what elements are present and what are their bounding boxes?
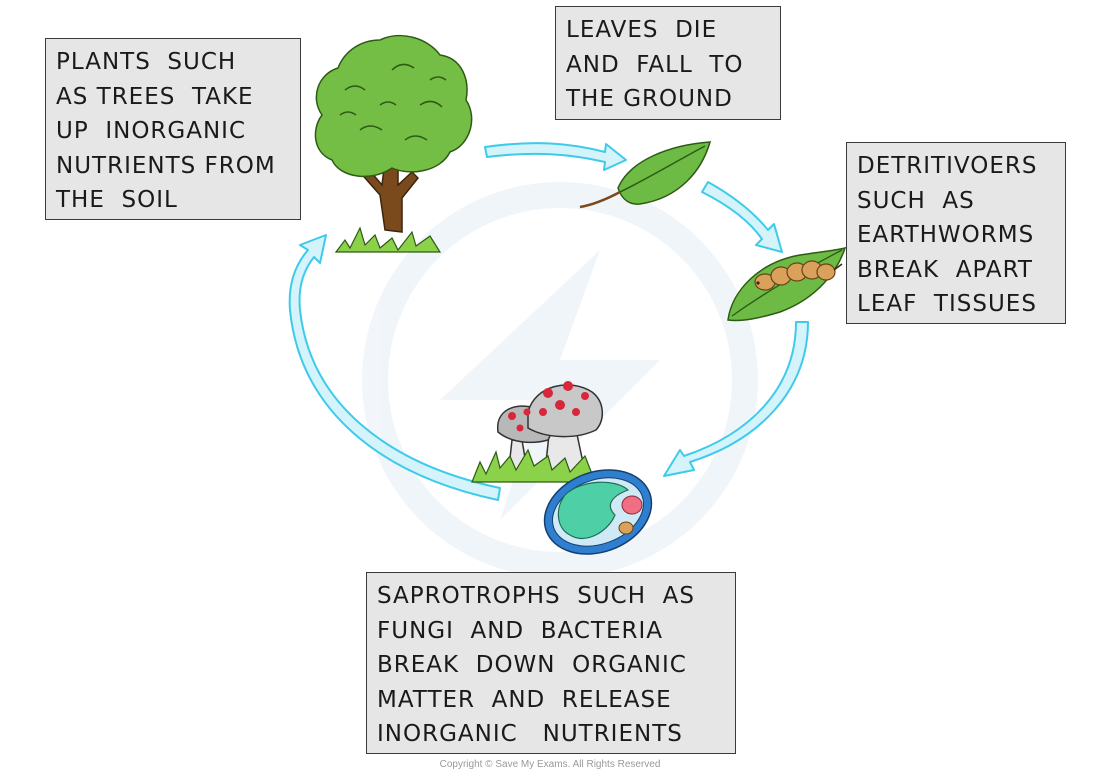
- watermark-logo: [362, 182, 758, 578]
- label-saprotrophs: SAPROTROPHS SUCH AS FUNGI AND BACTERIA B…: [366, 572, 736, 754]
- arrow-fungi-to-tree: [288, 234, 501, 501]
- tree-icon: [314, 34, 473, 253]
- caterpillar-on-leaf-icon: [727, 246, 847, 322]
- arrow-leaf-to-caterpillar: [701, 181, 783, 253]
- arrow-tree-to-leaf: [484, 142, 627, 171]
- arrow-caterpillar-to-fungi: [663, 321, 809, 477]
- label-detritivores: DETRITIVOERS SUCH AS EARTHWORMS BREAK AP…: [846, 142, 1066, 324]
- mushrooms-icon: [471, 381, 603, 483]
- label-plants: PLANTS SUCH AS TREES TAKE UP INORGANIC N…: [45, 38, 301, 220]
- cycle-arrows: [288, 142, 809, 501]
- bacterium-cell-icon: [543, 469, 653, 555]
- copyright-notice: Copyright © Save My Exams. All Rights Re…: [439, 759, 661, 770]
- fallen-leaf-icon: [579, 141, 712, 209]
- label-leaves-fall: LEAVES DIE AND FALL TO THE GROUND: [555, 6, 781, 120]
